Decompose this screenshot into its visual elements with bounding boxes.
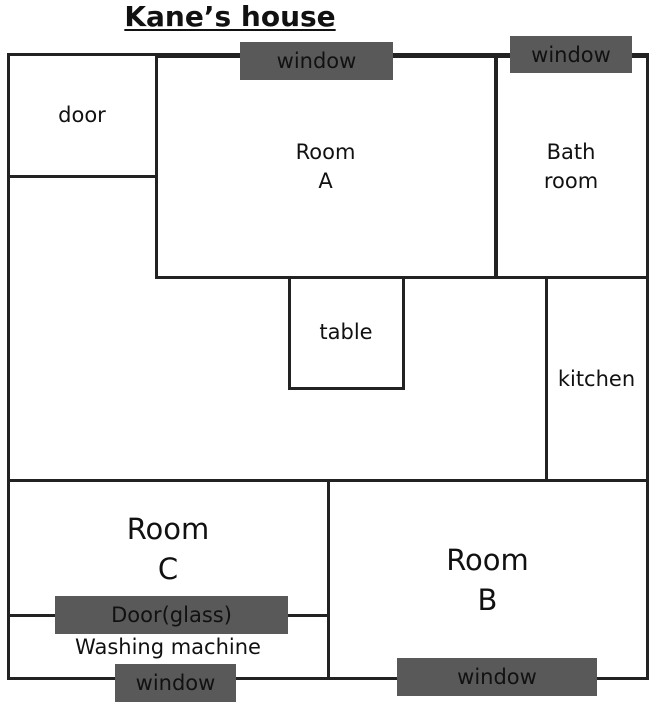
table-label: table — [319, 320, 373, 344]
bathroom-label: Bath room — [495, 138, 647, 196]
room-b-label: Room B — [328, 540, 647, 620]
room-c-line2: C — [157, 552, 179, 586]
room-b-line2: B — [477, 583, 498, 617]
window-room-a: window — [240, 42, 393, 80]
bathroom-line1: Bath — [546, 140, 596, 164]
kitchen-wall — [545, 277, 548, 481]
room-a-line2: A — [318, 169, 333, 193]
room-a-label: Room A — [156, 138, 495, 196]
room-b-line1: Room — [446, 543, 529, 577]
bathroom-line2: room — [543, 169, 599, 193]
door-label: door — [58, 103, 106, 127]
window-bottom-right: window — [397, 658, 597, 696]
door-glass: Door(glass) — [55, 596, 288, 634]
window-bottom-left: window — [115, 664, 236, 702]
window-bathroom: window — [510, 36, 632, 73]
plan-title: Kane’s house — [124, 0, 336, 33]
room-c-b-divider — [327, 480, 330, 678]
room-c-line1: Room — [126, 512, 210, 546]
room-a-line1: Room — [295, 140, 356, 164]
table — [288, 276, 405, 390]
room-c-label: Room C — [8, 509, 328, 589]
washing-machine-label: Washing machine — [75, 635, 261, 659]
kitchen-label: kitchen — [557, 367, 636, 391]
